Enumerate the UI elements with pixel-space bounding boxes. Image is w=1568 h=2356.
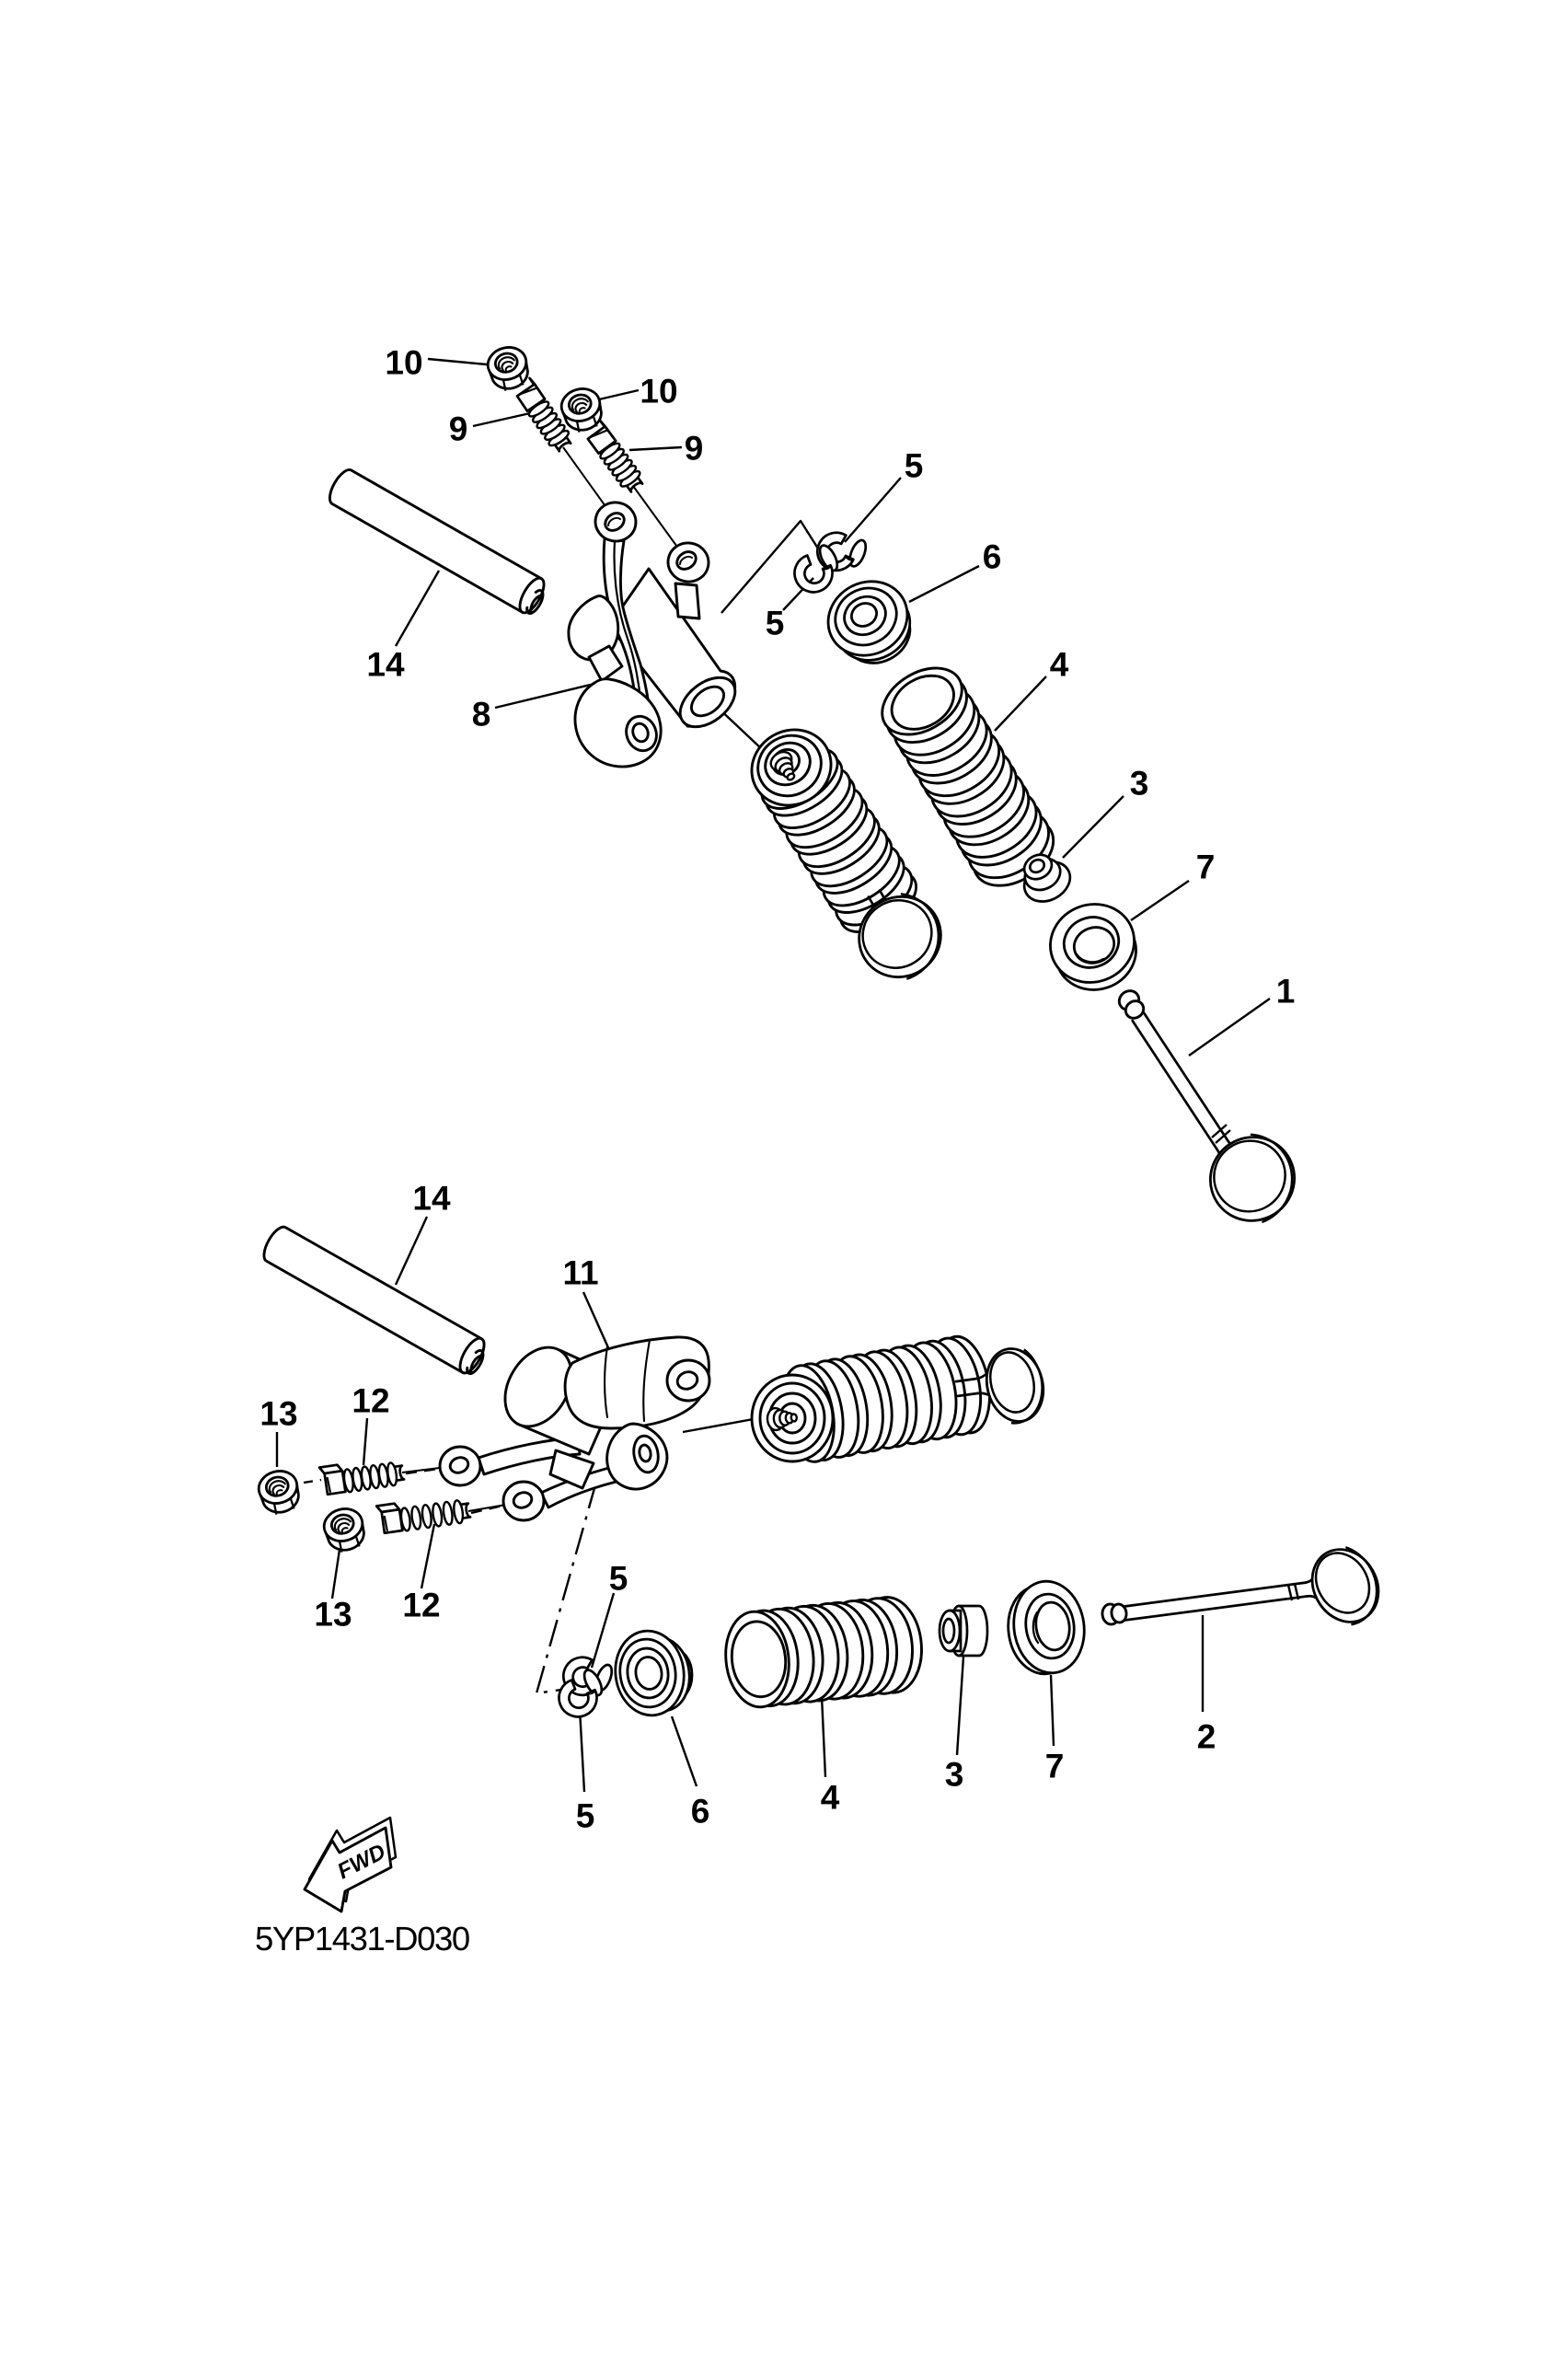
svg-text:10: 10 [385, 344, 422, 382]
svg-text:5: 5 [905, 447, 924, 485]
svg-text:5YP1431-D030: 5YP1431-D030 [255, 1920, 469, 1958]
svg-text:7: 7 [1196, 849, 1216, 886]
svg-text:12: 12 [402, 1587, 440, 1624]
svg-text:2: 2 [1197, 1718, 1216, 1756]
svg-text:4: 4 [821, 1779, 840, 1817]
svg-text:6: 6 [691, 1793, 710, 1831]
svg-text:10: 10 [640, 373, 677, 410]
svg-text:5: 5 [766, 605, 785, 642]
svg-text:1: 1 [1276, 973, 1296, 1011]
svg-text:5: 5 [609, 1560, 628, 1598]
svg-text:5: 5 [576, 1797, 595, 1835]
svg-text:14: 14 [366, 646, 405, 684]
svg-text:9: 9 [685, 430, 704, 468]
svg-text:4: 4 [1050, 646, 1069, 684]
svg-text:9: 9 [449, 410, 468, 448]
svg-text:14: 14 [412, 1180, 451, 1218]
svg-text:8: 8 [472, 696, 491, 733]
svg-text:6: 6 [983, 538, 1002, 576]
svg-text:7: 7 [1045, 1748, 1065, 1785]
svg-text:11: 11 [562, 1254, 598, 1292]
svg-text:13: 13 [314, 1596, 352, 1634]
svg-text:13: 13 [259, 1395, 297, 1433]
svg-text:3: 3 [1130, 765, 1149, 803]
svg-text:12: 12 [352, 1382, 389, 1420]
svg-text:3: 3 [945, 1756, 964, 1794]
